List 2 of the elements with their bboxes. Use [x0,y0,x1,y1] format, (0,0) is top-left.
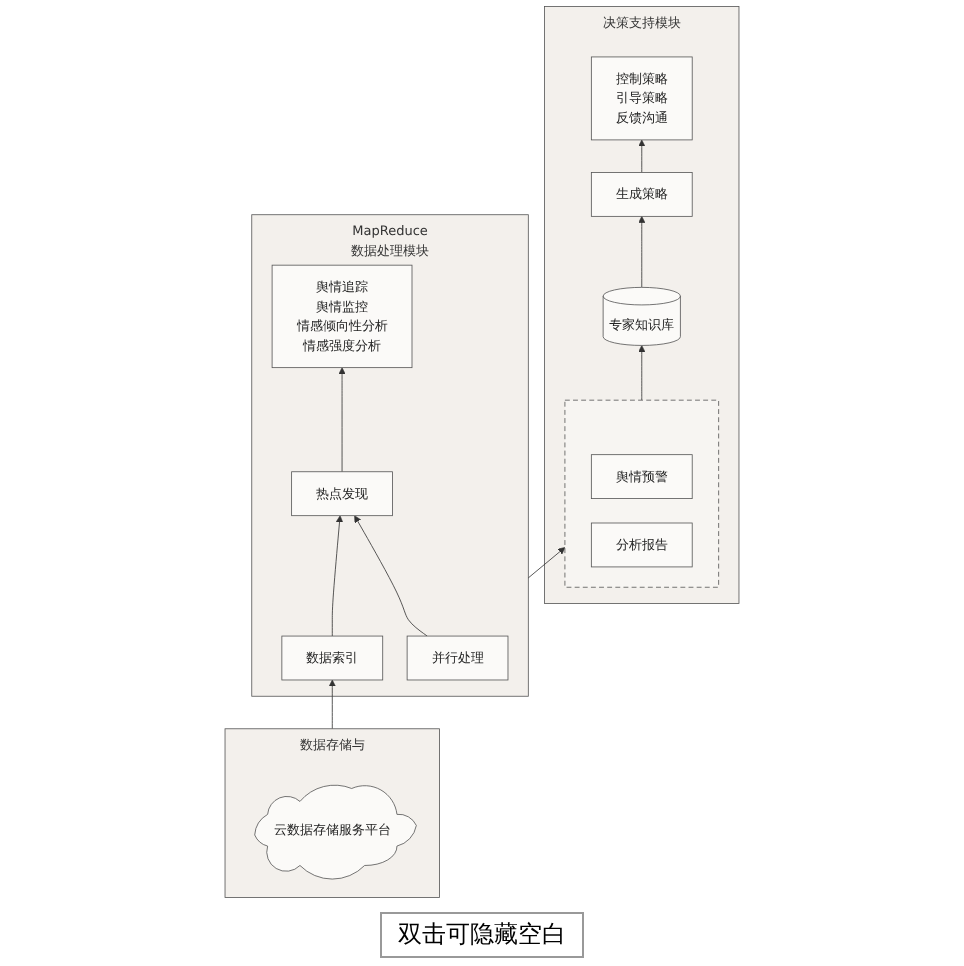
cluster [564,399,720,588]
note-label: 双击可隐藏空白 [380,912,584,958]
